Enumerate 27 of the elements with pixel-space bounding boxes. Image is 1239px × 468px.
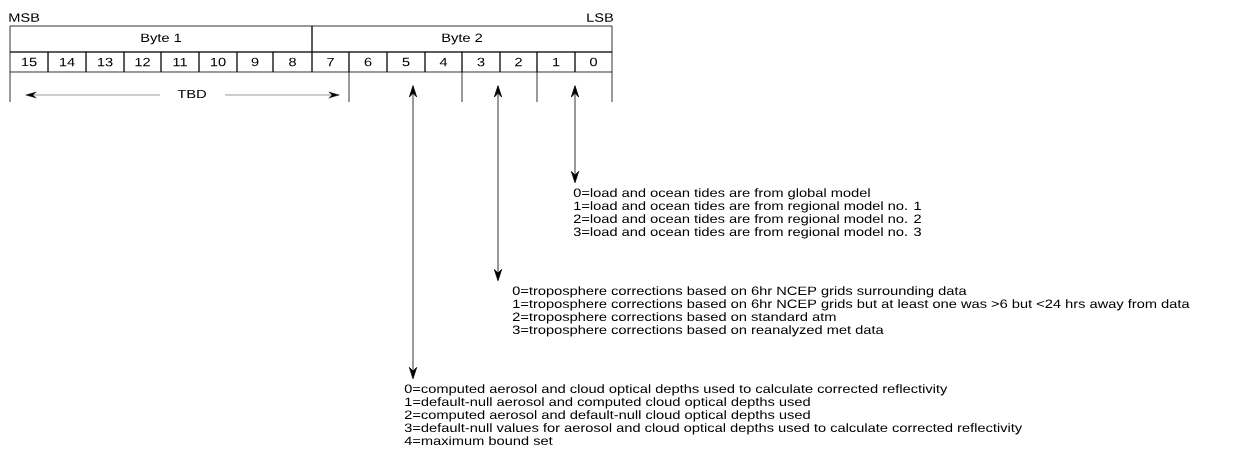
bit-cell: 14 xyxy=(47,51,87,73)
bit-cell: 4 xyxy=(424,51,463,73)
byte-cell: Byte 2 xyxy=(311,25,613,53)
double-arrow xyxy=(571,85,580,184)
code-list: 0=load and ocean tides are from global model 1=load and ocean tides are from regional model no. 1 2=load and ocean tides are from regional model no. 2 3=load and ocean tides are from regional model no. 3 xyxy=(573,188,921,239)
bit-cell: 10 xyxy=(198,51,238,73)
bit-cell: 0 xyxy=(574,51,613,73)
bit-cell: 1 xyxy=(536,51,576,73)
bit-order-label: LSB xyxy=(587,13,614,22)
bit-cell: 3 xyxy=(461,51,501,73)
bit-cell: 15 xyxy=(9,51,49,73)
bit-cell: 11 xyxy=(160,51,200,73)
span-label: TBD xyxy=(177,89,206,99)
double-arrow xyxy=(494,85,503,282)
bit-cell: 12 xyxy=(123,51,162,73)
bit-order-label: MSB xyxy=(9,13,40,22)
code-list: 0=troposphere corrections based on 6hr NCEP grids surrounding data 1=troposphere corrections based on 6hr NCEP grids but at least one was >6 but <24 hrs away from data 2=troposphere corrections based on standard atm 3=troposphere corrections based on reanalyzed met data xyxy=(512,286,1190,337)
code-list: 0=computed aerosol and cloud optical depths used to calculate corrected reflectivity 1=default-null aerosol and computed cloud optical depths used 2=computed aerosol and default-null cloud optical depths used 3=default-null values for aerosol and cloud optical depths used to calculate corrected reflectivity 4=maximum bound set xyxy=(404,384,1023,445)
bit-cell: 6 xyxy=(348,51,388,73)
double-arrow xyxy=(409,85,418,380)
bit-cell: 8 xyxy=(272,51,313,73)
bit-cell: 13 xyxy=(85,51,125,73)
bit-cell: 5 xyxy=(386,51,426,73)
byte-cell: Byte 1 xyxy=(9,25,313,53)
bit-cell: 7 xyxy=(311,51,350,73)
bit-cell: 2 xyxy=(499,51,538,73)
bit-cell: 9 xyxy=(236,51,274,73)
